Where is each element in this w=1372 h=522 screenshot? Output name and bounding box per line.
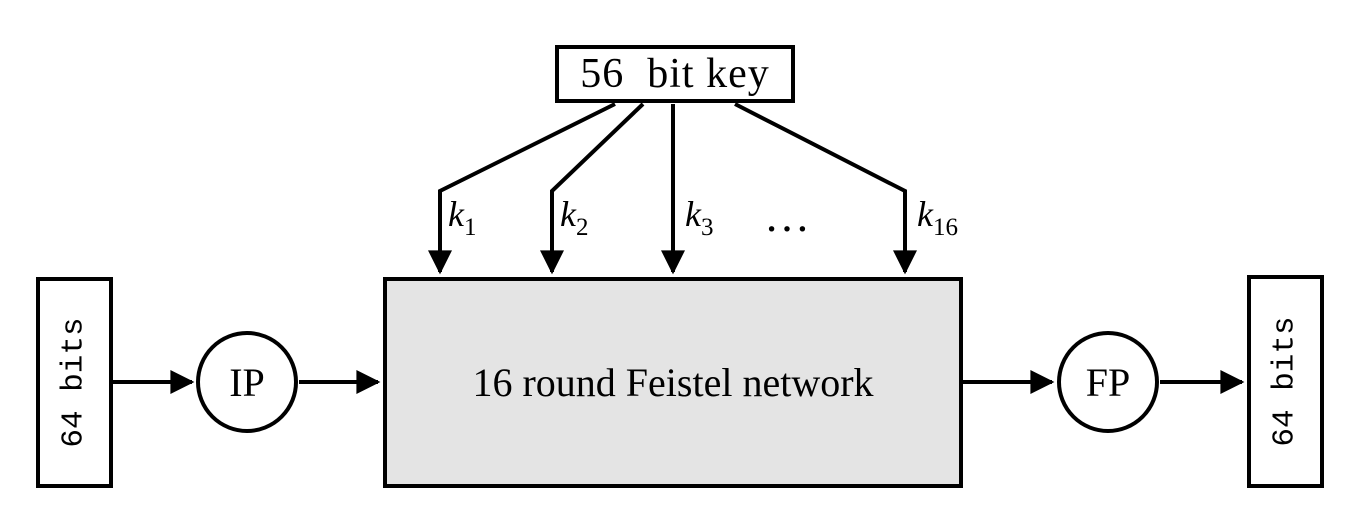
output-bits-label: 64 bits bbox=[1268, 316, 1304, 447]
fp-node: FP bbox=[1057, 331, 1159, 433]
feistel-network-label: 16 round Feistel network bbox=[472, 360, 874, 405]
key-box-label: 56 bit key bbox=[580, 51, 770, 97]
subkey-label-k1: k1 bbox=[448, 194, 477, 241]
subkey-label-k3: k3 bbox=[685, 194, 714, 241]
output-bits-box: 64 bits bbox=[1247, 275, 1324, 488]
ip-node: IP bbox=[196, 331, 298, 433]
subkey-ellipsis: … bbox=[764, 190, 810, 241]
subkey-label-k2: k2 bbox=[560, 194, 589, 241]
ip-node-label: IP bbox=[229, 359, 265, 405]
subkey-arrow-k1 bbox=[428, 102, 616, 275]
subkey-arrow-k2 bbox=[540, 102, 645, 275]
fp-node-label: FP bbox=[1085, 359, 1131, 405]
input-bits-label: 64 bits bbox=[57, 317, 93, 448]
subkey-arrow-k16 bbox=[734, 102, 917, 275]
key-box: 56 bit key bbox=[555, 45, 795, 103]
feistel-network-box: 16 round Feistel network bbox=[383, 277, 963, 488]
subkey-label-k16: k16 bbox=[917, 194, 958, 241]
input-bits-box: 64 bits bbox=[36, 277, 113, 488]
